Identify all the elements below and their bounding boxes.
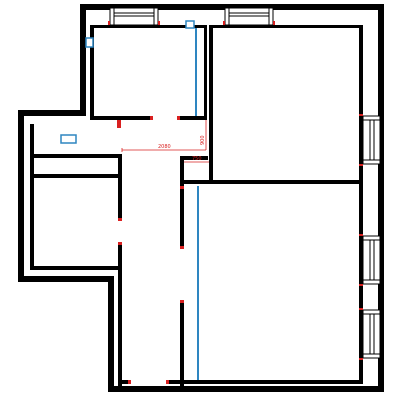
room-w-wall-bottom (30, 266, 122, 270)
outer-wall-left-lower (18, 110, 24, 282)
outer-wall-bottom (108, 386, 384, 392)
room-w-wall-divider-lower (30, 174, 120, 178)
outer-wall-top (80, 4, 384, 10)
corridor-wall-lower-left (118, 266, 122, 386)
outer-wall-left-step (18, 110, 86, 116)
outer-wall-right (378, 4, 384, 392)
room-w-wall-left (30, 154, 34, 270)
room-w-wall-top (30, 124, 34, 174)
outer-wall-left-upper (80, 4, 86, 114)
room-ne-wall-top (209, 25, 362, 28)
valve-icon (185, 20, 195, 29)
plumbing (60, 20, 199, 380)
window-right-lower (362, 309, 381, 359)
window-right-middle (362, 235, 381, 285)
room-w-wall-right-upper (118, 154, 122, 220)
heater-icon (60, 134, 77, 144)
bath-wall-right (204, 25, 207, 120)
room-se-wall-bottom (166, 380, 363, 384)
dimension-lines: 2080 900 750 (121, 120, 209, 163)
dimension-short-offset: 750 (192, 156, 202, 162)
window-right-upper (362, 115, 381, 165)
opening-markers (108, 21, 363, 384)
windows-top (109, 7, 274, 26)
bath-wall-top (90, 25, 206, 28)
dimension-horizontal-run: 2080 (158, 144, 171, 150)
bath-wall-left (90, 25, 94, 120)
outer-wall-left-bottom-step (18, 276, 114, 282)
room-ne-wall-right (359, 25, 363, 185)
room-ne-wall-left (209, 25, 213, 182)
meter-icon (85, 37, 94, 48)
outer-wall-left-bottom-leg (108, 276, 114, 392)
interior-walls (30, 25, 363, 386)
bath-wall-bottom-right (178, 116, 207, 120)
windows-right (362, 115, 381, 359)
room-se-wall-top (180, 180, 363, 184)
room-w-wall-right-lower (118, 243, 122, 270)
room-se-wall-left-upper (180, 180, 184, 248)
corridor-stub-vertical (180, 156, 184, 186)
bath-wall-bottom (90, 116, 150, 120)
corridor-stub-upper (180, 156, 208, 160)
dimension-vertical-riser: 900 (200, 135, 206, 145)
corridor-wall-bottom-left (118, 380, 130, 384)
room-w-wall-divider (30, 154, 120, 158)
room-se-wall-right (359, 180, 363, 384)
outer-walls (18, 4, 384, 392)
room-se-wall-left-lower (180, 302, 184, 386)
